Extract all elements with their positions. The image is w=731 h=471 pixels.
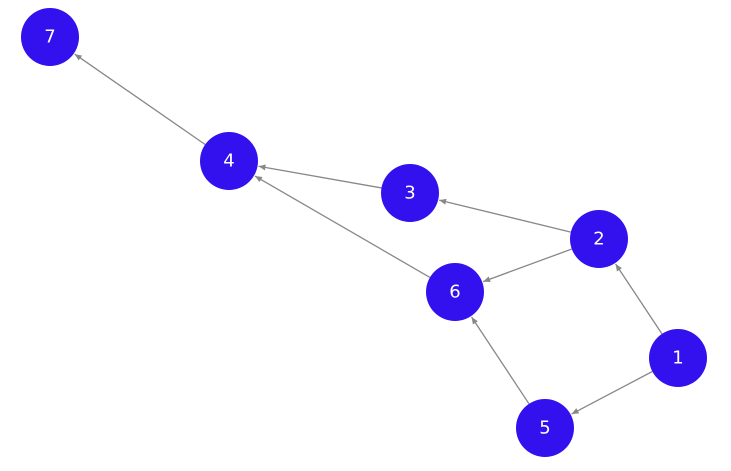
edge-1-to-2 (615, 263, 663, 335)
node-circle (426, 263, 484, 321)
node-circle (649, 329, 707, 387)
node-7: 7 (21, 8, 79, 66)
node-1: 1 (649, 329, 707, 387)
node-label: 4 (223, 151, 234, 172)
node-label: 3 (404, 183, 415, 204)
node-label: 7 (44, 27, 55, 48)
node-label: 1 (672, 348, 683, 369)
edge-2-to-3 (438, 198, 571, 233)
edges-layer (74, 53, 663, 415)
node-3: 3 (381, 164, 439, 222)
node-4: 4 (200, 132, 258, 190)
edge-1-to-5 (571, 370, 653, 415)
node-6: 6 (426, 263, 484, 321)
node-label: 2 (593, 229, 604, 250)
node-label: 5 (539, 418, 550, 439)
node-circle (381, 164, 439, 222)
edge-2-to-6 (482, 248, 573, 283)
node-5: 5 (516, 399, 574, 457)
edge-6-to-4 (254, 175, 431, 279)
node-label: 6 (449, 282, 460, 303)
node-circle (200, 132, 258, 190)
edge-4-to-7 (74, 53, 206, 146)
nodes-layer: 1 2 3 4 5 6 7 (21, 8, 707, 457)
node-circle (21, 8, 79, 66)
node-circle (516, 399, 574, 457)
node-circle (570, 210, 628, 268)
node-2: 2 (570, 210, 628, 268)
edge-3-to-4 (258, 164, 382, 189)
edge-5-to-6 (471, 316, 530, 405)
